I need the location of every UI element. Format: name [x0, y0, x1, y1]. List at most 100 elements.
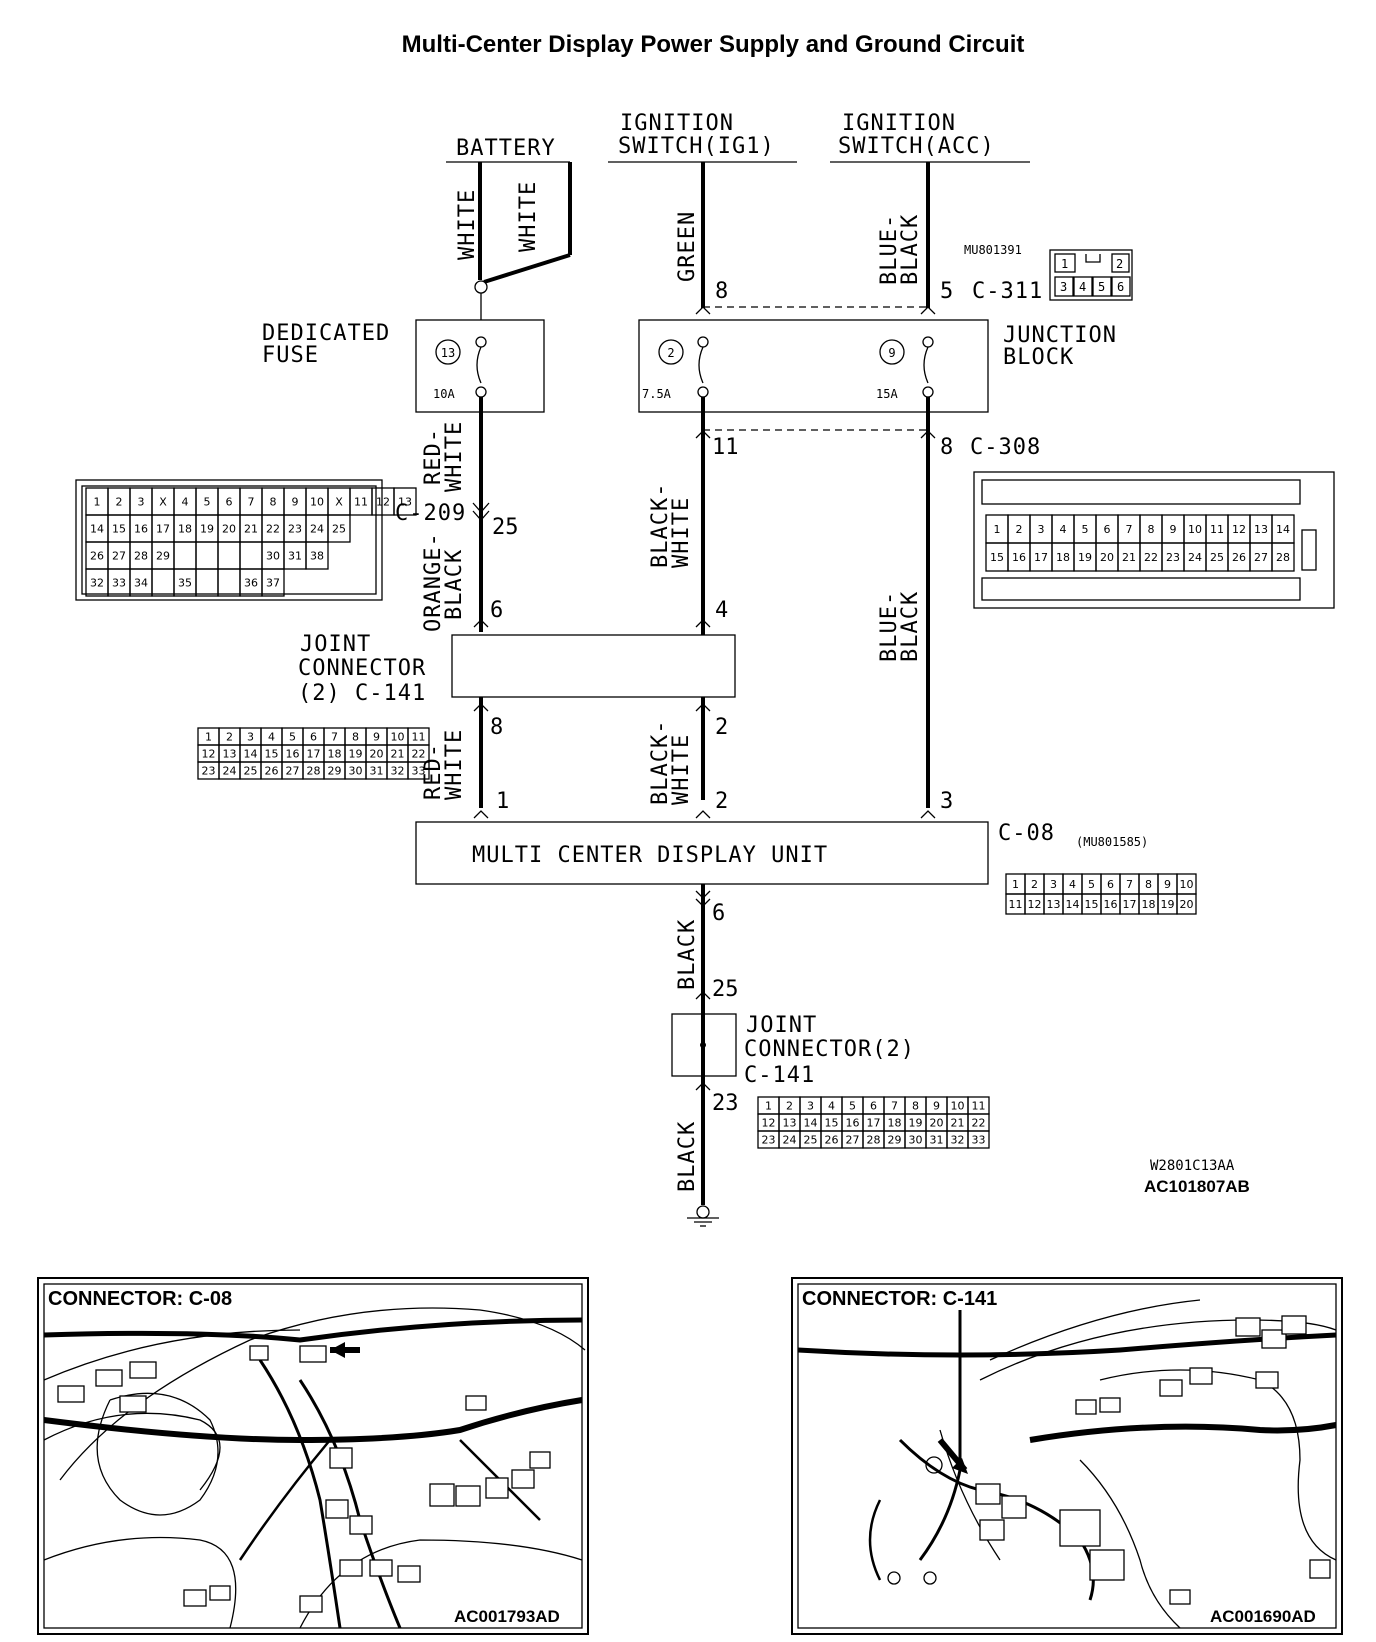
pin-number: 23 [1166, 551, 1180, 564]
dedicated-fuse: 13 10A DEDICATED FUSE [262, 319, 545, 413]
svg-text:6: 6 [1117, 280, 1124, 294]
pin-number: 4 [1069, 878, 1076, 891]
pin-6-joint: 6 [490, 598, 503, 623]
pin-number: 11 [972, 1100, 986, 1113]
pin-number: 31 [370, 765, 384, 778]
pin-number: 21 [391, 748, 405, 761]
black-white-lower-label-line1: BLACK- [648, 720, 673, 805]
pin-number: 11 [1210, 523, 1224, 536]
pin-number: 36 [244, 577, 258, 590]
pin-number: 35 [178, 577, 192, 590]
acc-label-line2: SWITCH(ACC) [838, 134, 995, 159]
fuse-rating: 10A [433, 387, 455, 401]
pin-number: 3 [1038, 523, 1045, 536]
c311-label: C-311 [972, 279, 1043, 304]
pin-5-acc: 5 [940, 279, 953, 304]
svg-text:5: 5 [1098, 280, 1105, 294]
pin-number: 4 [1060, 523, 1067, 536]
pin-number: 38 [310, 550, 324, 563]
pin-number: 1 [94, 496, 101, 509]
pin-number: X [159, 496, 167, 509]
pin-cell [1176, 893, 1197, 915]
pin-number: 12 [762, 1117, 776, 1130]
pin-number: 28 [1276, 551, 1290, 564]
pin-number: 9 [1164, 878, 1171, 891]
blue-black-lower-label-line2: BLACK [898, 591, 923, 662]
dedicated-fuse-label-line2: FUSE [262, 343, 319, 368]
pin-number: 14 [90, 523, 104, 536]
joint-connector-label-line3: (2) C-141 [298, 681, 426, 706]
joint-connector-label-line1: JOINT [300, 632, 371, 657]
c209-label: C-209 [395, 501, 466, 526]
black-white-label-line2: WHITE [669, 497, 694, 568]
pin-number: 5 [289, 731, 296, 744]
svg-text:3: 3 [1060, 280, 1067, 294]
pin-cell [393, 487, 417, 516]
pin-number: 15 [990, 551, 1004, 564]
pin-number: 20 [370, 748, 384, 761]
pin-number: 26 [825, 1134, 839, 1147]
pin-number: 28 [307, 765, 321, 778]
black-white-lower-label-line2: WHITE [669, 734, 694, 805]
black-white-wire-lower: 2 BLACK- WHITE 2 [648, 703, 728, 819]
jb-fuse-a-rating: 7.5A [642, 387, 672, 401]
pin-number: 29 [156, 550, 170, 563]
pin-number: 24 [310, 523, 324, 536]
pin-number: 6 [226, 496, 233, 509]
pin-number: 31 [288, 550, 302, 563]
white-wire-label-2: WHITE [516, 181, 541, 252]
ignition-ig1-source: IGNITION SWITCH(IG1) [608, 111, 797, 163]
svg-text:4: 4 [1079, 280, 1086, 294]
pin-number: 6 [310, 731, 317, 744]
pin-number: 17 [307, 748, 321, 761]
pin-number: 17 [156, 523, 170, 536]
pin-number: 3 [247, 731, 254, 744]
pin-number: 6 [1104, 523, 1111, 536]
pin-number: 15 [1085, 898, 1099, 911]
dedicated-fuse-label-line1: DEDICATED [262, 321, 390, 346]
unit-label: MULTI CENTER DISPLAY UNIT [472, 843, 828, 868]
svg-text:1: 1 [1061, 257, 1068, 271]
orange-black-label-line1: ORANGE- [421, 532, 446, 632]
pin-cell [407, 761, 430, 780]
pin-number: 20 [930, 1117, 944, 1130]
pin-number: 12 [376, 496, 390, 509]
pin-number: 28 [867, 1134, 881, 1147]
pin-number: 10 [310, 496, 324, 509]
pin-number: 23 [202, 765, 216, 778]
blue-black-label-line1: BLUE- [877, 214, 902, 285]
pin-number: 21 [244, 523, 258, 536]
c08-label: C-08 [998, 821, 1055, 846]
pin-number: 22 [266, 523, 280, 536]
pin-cell [305, 541, 329, 570]
joint2-label-line2: CONNECTOR(2) [744, 1037, 915, 1062]
pin-number: 14 [244, 748, 258, 761]
c311-part-number: MU801391 [964, 243, 1022, 257]
joint2-label-line1: JOINT [746, 1013, 817, 1038]
green-label: GREEN [675, 211, 700, 282]
pin-number: 11 [412, 731, 426, 744]
pin-6-ground: 6 [712, 901, 725, 926]
pin-number: 10 [391, 731, 405, 744]
pin-number: 14 [804, 1117, 818, 1130]
acc-label-line1: IGNITION [842, 111, 956, 136]
red-white-lower-label-line2: WHITE [442, 729, 467, 800]
black-label-upper: BLACK [675, 919, 700, 990]
pin-number: 26 [265, 765, 279, 778]
pin-number: 19 [1078, 551, 1092, 564]
connector-c08-view: CONNECTOR: C-08 AC001793AD [37, 1277, 589, 1635]
pin-number: 22 [412, 748, 426, 761]
pin-number: 1 [994, 523, 1001, 536]
pin-number: 8 [912, 1100, 919, 1113]
pin-number: 18 [178, 523, 192, 536]
code-ac101807: AC101807AB [1144, 1177, 1250, 1196]
blue-black-label-line2: BLACK [898, 214, 923, 285]
pin-number: 27 [846, 1134, 860, 1147]
pin-number: 13 [1254, 523, 1268, 536]
pin-25-ground: 25 [712, 977, 739, 1002]
pin-number: 27 [112, 550, 126, 563]
pin-number: 25 [244, 765, 258, 778]
